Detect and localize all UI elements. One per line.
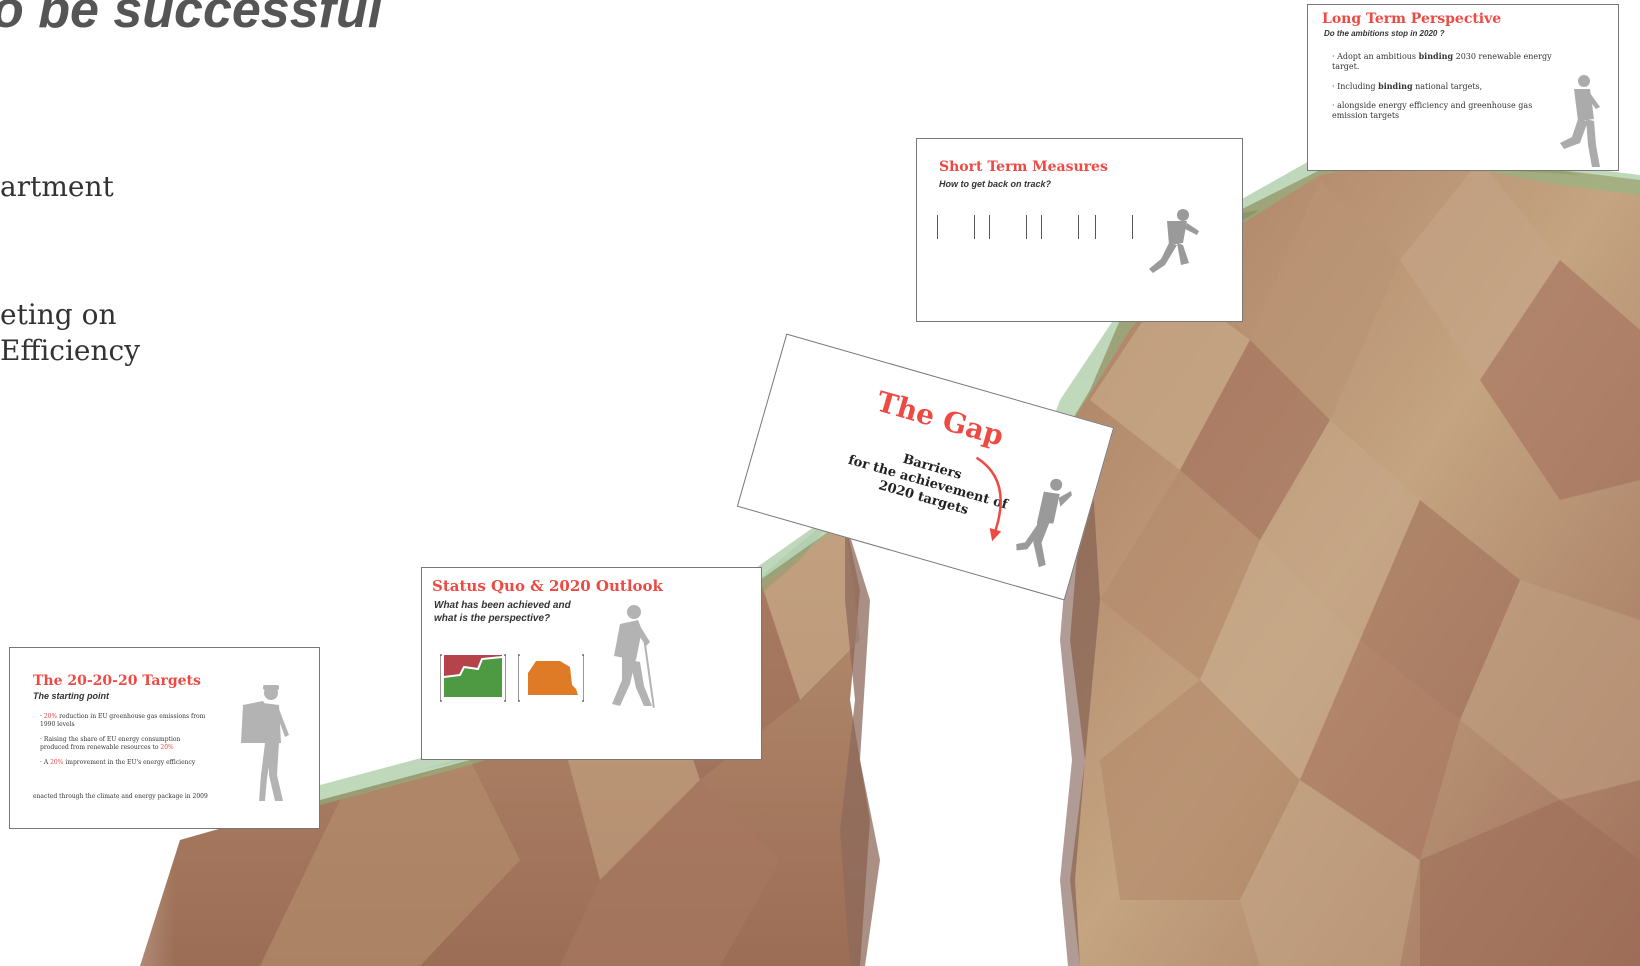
bullet-bold: binding xyxy=(1419,51,1454,61)
slide-subtitle: The starting point xyxy=(33,691,109,701)
bullet-highlight: 20% xyxy=(44,713,57,720)
runner-icon xyxy=(1556,73,1606,169)
slide-status-quo[interactable]: Status Quo & 2020 Outlook What has been … xyxy=(421,567,762,760)
slide-title: Long Term Perspective xyxy=(1322,11,1501,27)
slide-long-term[interactable]: Long Term Perspective Do the ambitions s… xyxy=(1307,4,1619,171)
bullet-text: improvement in the EU's energy efficienc… xyxy=(63,759,195,766)
slide-footer: enacted through the climate and energy p… xyxy=(33,793,213,801)
bullet-item: · A 20% improvement in the EU's energy e… xyxy=(40,759,210,767)
slide-subtitle: Do the ambitions stop in 2020 ? xyxy=(1324,29,1444,38)
bullet-highlight: 20% xyxy=(50,759,63,766)
bullet-highlight: 20% xyxy=(160,744,173,751)
slide-short-term[interactable]: Short Term Measures How to get back on t… xyxy=(916,138,1243,322)
left-text-line-3: Efficiency xyxy=(0,334,140,367)
slide-title: Status Quo & 2020 Outlook xyxy=(432,577,663,595)
bullet-text: reduction in EU greenhouse gas emissions… xyxy=(40,713,205,728)
slide-title: The Gap xyxy=(873,385,1007,453)
bullet-text: Including xyxy=(1337,82,1378,91)
bullet-text: alongside energy efficiency and greenhou… xyxy=(1332,101,1532,120)
page-title: o be successful xyxy=(0,0,382,40)
measure-thumbnail[interactable] xyxy=(937,215,975,239)
measure-thumbnail[interactable] xyxy=(1041,215,1079,239)
hiker-with-poles-icon xyxy=(600,600,660,710)
left-text-line-1: artment xyxy=(0,170,114,203)
bullet-list: · 20% reduction in EU greenhouse gas emi… xyxy=(40,713,210,767)
bullet-item: · 20% reduction in EU greenhouse gas emi… xyxy=(40,713,210,728)
bullet-item: · Including binding national targets, xyxy=(1332,81,1552,92)
renewables-thumbnail xyxy=(518,653,584,703)
measure-thumbnail[interactable] xyxy=(1095,215,1133,239)
bullet-item: · Adopt an ambitious binding 2030 renewa… xyxy=(1332,51,1552,72)
bullet-item: · alongside energy efficiency and greenh… xyxy=(1332,101,1552,121)
slide-targets[interactable]: The 20-20-20 Targets The starting point … xyxy=(9,647,320,829)
slide-title: The 20-20-20 Targets xyxy=(33,673,201,689)
bullet-text: Adopt an ambitious xyxy=(1337,52,1418,61)
slide-subtitle: How to get back on track? xyxy=(939,179,1051,189)
measure-thumbnail[interactable] xyxy=(989,215,1027,239)
bullet-bold: binding xyxy=(1378,81,1413,91)
bullet-text: national targets, xyxy=(1413,82,1483,91)
emissions-thumbnail xyxy=(440,653,506,703)
slide-subtitle-line-2: what is the perspective? xyxy=(434,613,550,624)
slide-subtitle-line-1: What has been achieved and xyxy=(434,600,571,611)
bullet-list: · Adopt an ambitious binding 2030 renewa… xyxy=(1332,51,1552,121)
climber-icon xyxy=(1143,207,1203,277)
left-text-line-2: eting on xyxy=(0,298,117,331)
hiker-icon xyxy=(235,683,295,803)
bullet-item: · Raising the share of EU energy consump… xyxy=(40,736,210,751)
slide-title: Short Term Measures xyxy=(939,159,1108,175)
